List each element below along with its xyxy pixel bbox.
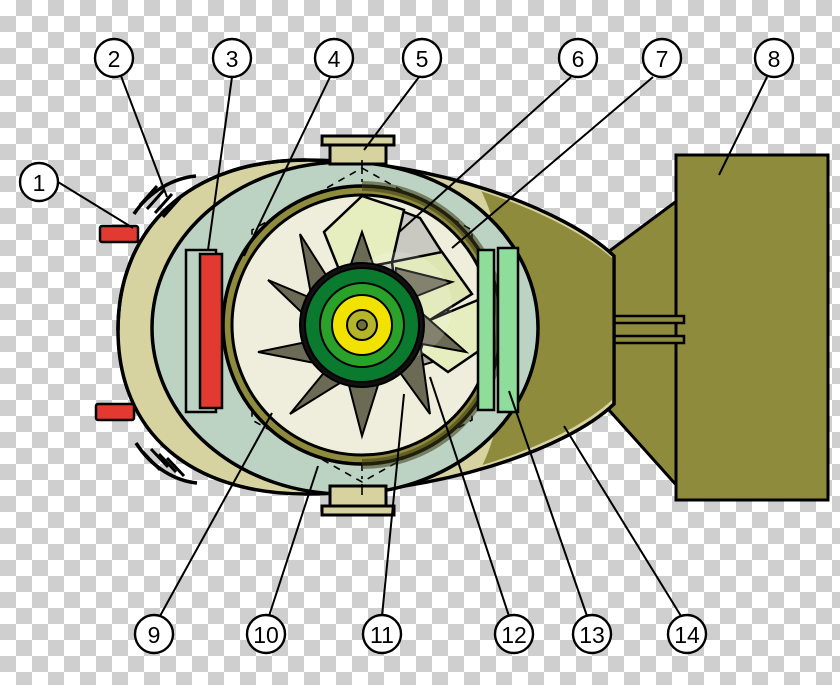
callout-bubbles: 1 2 3 4 5 6 7 8 (18, 37, 795, 655)
battery-block-red (184, 248, 224, 414)
callout-5: 5 (401, 37, 443, 79)
radar-antenna-lower (94, 402, 136, 422)
tail-fin-assembly (598, 153, 830, 502)
callout-3: 3 (211, 37, 253, 79)
nose-fuze-ridges-lower (134, 442, 198, 485)
callout-6: 6 (557, 37, 599, 79)
construction-hexagon (251, 167, 473, 483)
callout-5-label: 5 (416, 46, 429, 72)
callout-3-label: 3 (226, 46, 239, 72)
callout-8-label: 8 (768, 46, 781, 72)
electronics-block-green (476, 246, 520, 414)
lens-pale-right (418, 298, 488, 374)
explosive-sphere (221, 181, 506, 469)
nose-outline-top (116, 158, 307, 331)
callout-11: 11 (361, 613, 403, 655)
callout-4: 4 (313, 37, 355, 79)
hatch-plate-bottom (320, 484, 396, 517)
callout-7: 7 (641, 37, 683, 79)
callout-2: 2 (93, 37, 135, 79)
tail-fin-box (674, 153, 830, 502)
hatch-plate-top (320, 134, 396, 166)
callout-14-label: 14 (674, 622, 700, 648)
callout-10-label: 10 (253, 622, 279, 648)
radar-antenna-upper (98, 224, 140, 244)
callout-12: 12 (493, 613, 535, 655)
callout-leader-lines (57, 75, 768, 617)
callout-9-label: 9 (148, 622, 161, 648)
callout-8: 8 (753, 37, 795, 79)
callout-7-label: 7 (656, 46, 669, 72)
callout-10: 10 (245, 613, 287, 655)
callout-4-label: 4 (328, 46, 341, 72)
callout-13: 13 (571, 613, 613, 655)
pit-initiator-core (356, 319, 368, 331)
sphere-contents (257, 194, 488, 440)
callout-13-label: 13 (579, 622, 605, 648)
callout-1-label: 1 (33, 170, 46, 196)
callout-2-label: 2 (108, 46, 121, 72)
callout-6-label: 6 (572, 46, 585, 72)
callout-9: 9 (133, 613, 175, 655)
callout-11-label: 11 (370, 622, 394, 648)
callout-14: 14 (666, 613, 708, 655)
callout-1: 1 (18, 161, 60, 203)
callout-12-label: 12 (501, 622, 527, 648)
